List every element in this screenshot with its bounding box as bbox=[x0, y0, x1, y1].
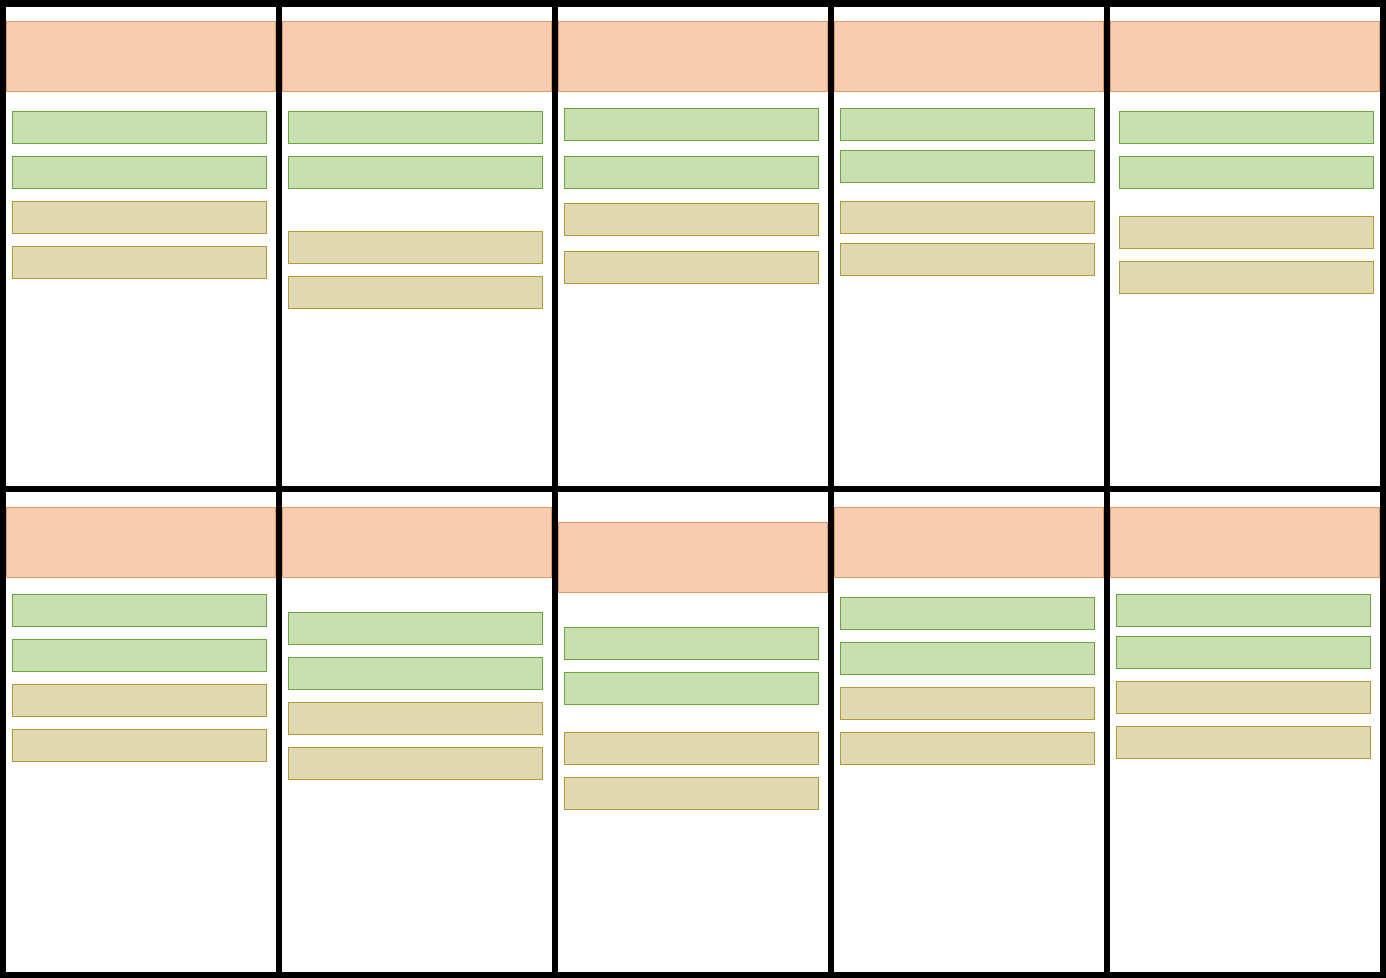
panel-5 bbox=[1110, 7, 1380, 486]
panel-4 bbox=[834, 7, 1104, 486]
green-card bbox=[564, 627, 819, 660]
green-card bbox=[840, 108, 1095, 141]
panel-header bbox=[558, 21, 828, 92]
green-card bbox=[564, 672, 819, 705]
grid-line-divider-2 bbox=[552, 0, 558, 978]
green-card bbox=[288, 111, 543, 144]
green-card bbox=[564, 156, 819, 189]
tan-card bbox=[840, 687, 1095, 720]
green-card bbox=[12, 156, 267, 189]
tan-card bbox=[1119, 216, 1374, 249]
tan-card bbox=[12, 201, 267, 234]
tan-card bbox=[564, 203, 819, 236]
tan-card bbox=[288, 276, 543, 309]
panel-header bbox=[282, 507, 552, 578]
panel-header bbox=[6, 21, 276, 92]
green-card bbox=[840, 150, 1095, 183]
tan-card bbox=[288, 747, 543, 780]
grid-line-right bbox=[1380, 0, 1386, 978]
panel-6 bbox=[6, 492, 276, 972]
grid-line-divider-4 bbox=[1104, 0, 1110, 978]
green-card bbox=[288, 156, 543, 189]
tan-card bbox=[288, 702, 543, 735]
green-card bbox=[1119, 156, 1374, 189]
green-card bbox=[840, 597, 1095, 630]
tan-card bbox=[12, 246, 267, 279]
green-card bbox=[288, 657, 543, 690]
grid-line-top bbox=[0, 0, 1386, 7]
panel-3 bbox=[558, 7, 828, 486]
panel-2 bbox=[282, 7, 552, 486]
grid-line-left bbox=[0, 0, 6, 978]
grid-line-middle bbox=[0, 486, 1386, 492]
grid-line-divider-1 bbox=[276, 0, 282, 978]
tan-card bbox=[12, 684, 267, 717]
grid-line-bottom bbox=[0, 972, 1386, 978]
tan-card bbox=[840, 243, 1095, 276]
green-card bbox=[840, 642, 1095, 675]
panel-header bbox=[282, 21, 552, 92]
green-card bbox=[1116, 594, 1371, 627]
tan-card bbox=[12, 729, 267, 762]
tan-card bbox=[288, 231, 543, 264]
panel-1 bbox=[6, 7, 276, 486]
tan-card bbox=[564, 732, 819, 765]
green-card bbox=[1116, 636, 1371, 669]
panel-9 bbox=[834, 492, 1104, 972]
panel-header bbox=[1110, 21, 1380, 92]
grid-line-divider-3 bbox=[828, 0, 834, 978]
panel-header bbox=[1110, 507, 1380, 578]
tan-card bbox=[1116, 681, 1371, 714]
green-card bbox=[12, 594, 267, 627]
panel-header bbox=[834, 21, 1104, 92]
panel-7 bbox=[282, 492, 552, 972]
green-card bbox=[288, 612, 543, 645]
panel-header bbox=[834, 507, 1104, 578]
panel-header bbox=[558, 522, 828, 593]
green-card bbox=[12, 111, 267, 144]
tan-card bbox=[564, 777, 819, 810]
panel-10 bbox=[1110, 492, 1380, 972]
panel-header bbox=[6, 507, 276, 578]
tan-card bbox=[564, 251, 819, 284]
tan-card bbox=[840, 201, 1095, 234]
panel-8 bbox=[558, 492, 828, 972]
tan-card bbox=[1116, 726, 1371, 759]
tan-card bbox=[1119, 261, 1374, 294]
tan-card bbox=[840, 732, 1095, 765]
green-card bbox=[564, 108, 819, 141]
green-card bbox=[1119, 111, 1374, 144]
green-card bbox=[12, 639, 267, 672]
